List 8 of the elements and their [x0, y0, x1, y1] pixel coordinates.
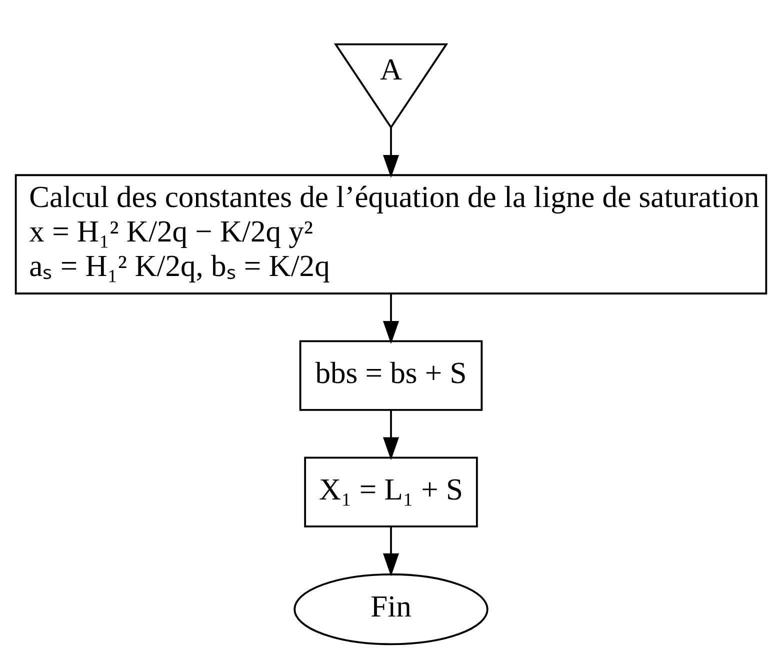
arrow [382, 128, 400, 178]
node-box: X₁ = L₁ + S [304, 456, 478, 528]
arrow [382, 410, 400, 460]
arrow [382, 294, 400, 344]
arrow [382, 526, 400, 576]
node-box: bbs = bs + S [299, 340, 483, 411]
node-box: Calcul des constantes de l’équation de la ligne de saturation x = H₁² K/2q − K/2q y² aₛ = H₁² K/2q, bₛ = K/2q [14, 174, 768, 294]
node-ellipse: Fin [294, 573, 488, 646]
